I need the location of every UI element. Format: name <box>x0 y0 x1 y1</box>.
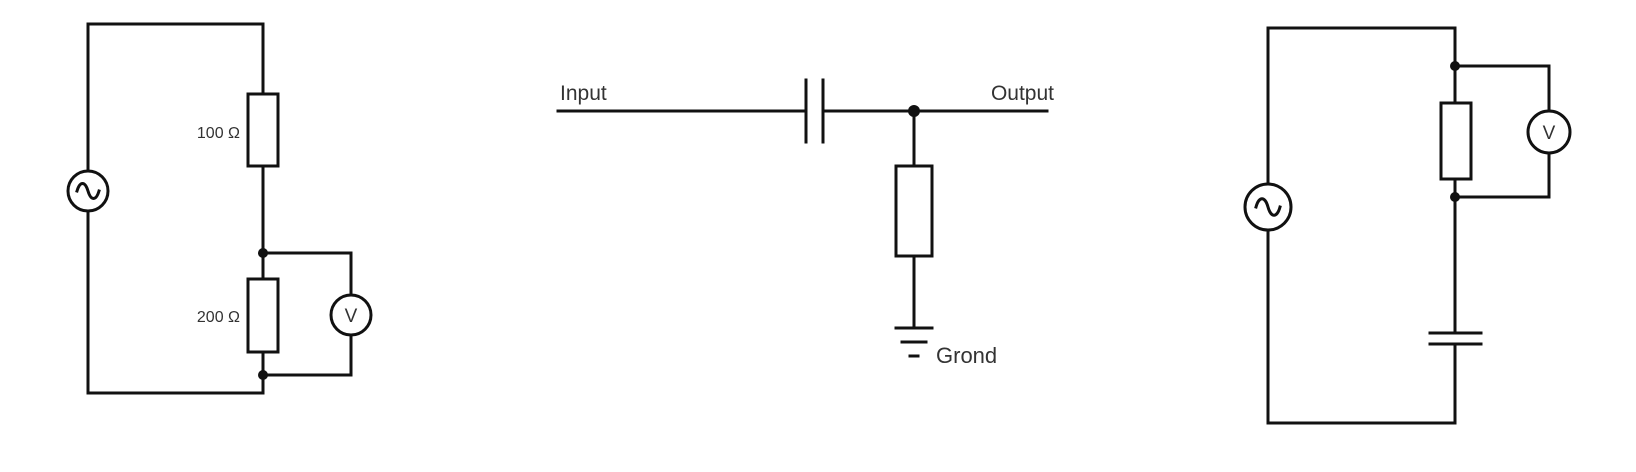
circuit-left: V 100 Ω 200 Ω <box>66 22 373 395</box>
input-label: Input <box>560 82 607 105</box>
ac-source-icon <box>66 169 110 213</box>
junction-dot <box>1450 192 1460 202</box>
junction-dot <box>908 105 920 117</box>
resistor-top-label: 100 Ω <box>197 125 240 142</box>
wire-left-voltmeter-top <box>261 251 353 297</box>
resistor-100-ohm <box>246 92 280 168</box>
junction-dot <box>258 248 268 258</box>
wire-right-loop-bottom <box>1266 228 1457 425</box>
ac-source-icon <box>1243 182 1293 232</box>
resistor-right <box>1439 101 1473 181</box>
circuit-right: V <box>1243 26 1572 425</box>
wire-left-loop <box>86 22 265 174</box>
output-label: Output <box>991 82 1054 105</box>
voltmeter-left: V <box>329 293 373 337</box>
junction-dot <box>258 370 268 380</box>
wire-left-source-bottom <box>86 208 265 395</box>
wire-right-voltmeter-bottom <box>1453 150 1551 199</box>
ground-icon <box>894 326 934 358</box>
wire-left-voltmeter-bottom <box>261 333 353 377</box>
capacitor-right <box>1428 331 1483 346</box>
junction-dot <box>1450 61 1460 71</box>
wire-right-loop-top <box>1266 26 1457 186</box>
voltmeter-left-symbol: V <box>345 306 358 327</box>
voltmeter-right: V <box>1526 109 1572 155</box>
resistor-200-ohm <box>246 277 280 354</box>
resistor-bottom-label: 200 Ω <box>197 309 240 326</box>
ground-label: Grond <box>936 343 997 368</box>
circuit-middle: Input Output Grond <box>556 78 1054 368</box>
capacitor-series <box>804 78 825 144</box>
wire-right-voltmeter-top <box>1453 64 1551 114</box>
resistor-shunt <box>894 164 934 258</box>
voltmeter-right-symbol: V <box>1543 123 1556 144</box>
